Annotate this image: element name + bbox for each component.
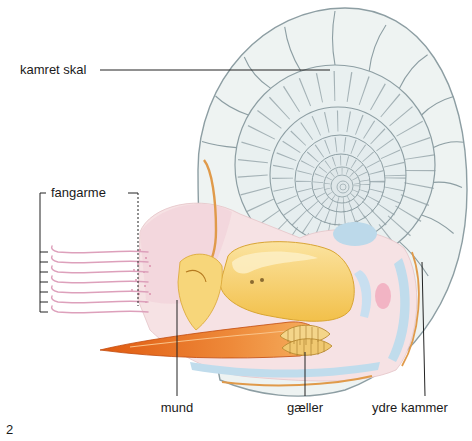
part-label: ydre kammer [372,400,448,416]
figure-number: 2 [6,422,13,438]
leader-lines [40,70,425,396]
part-label: kamret skal [20,62,86,78]
part-label: mund [161,400,194,416]
gills [280,325,332,356]
part-label: fangarme [51,185,106,201]
tentacles [52,246,148,313]
part-label: gæller [287,400,323,416]
